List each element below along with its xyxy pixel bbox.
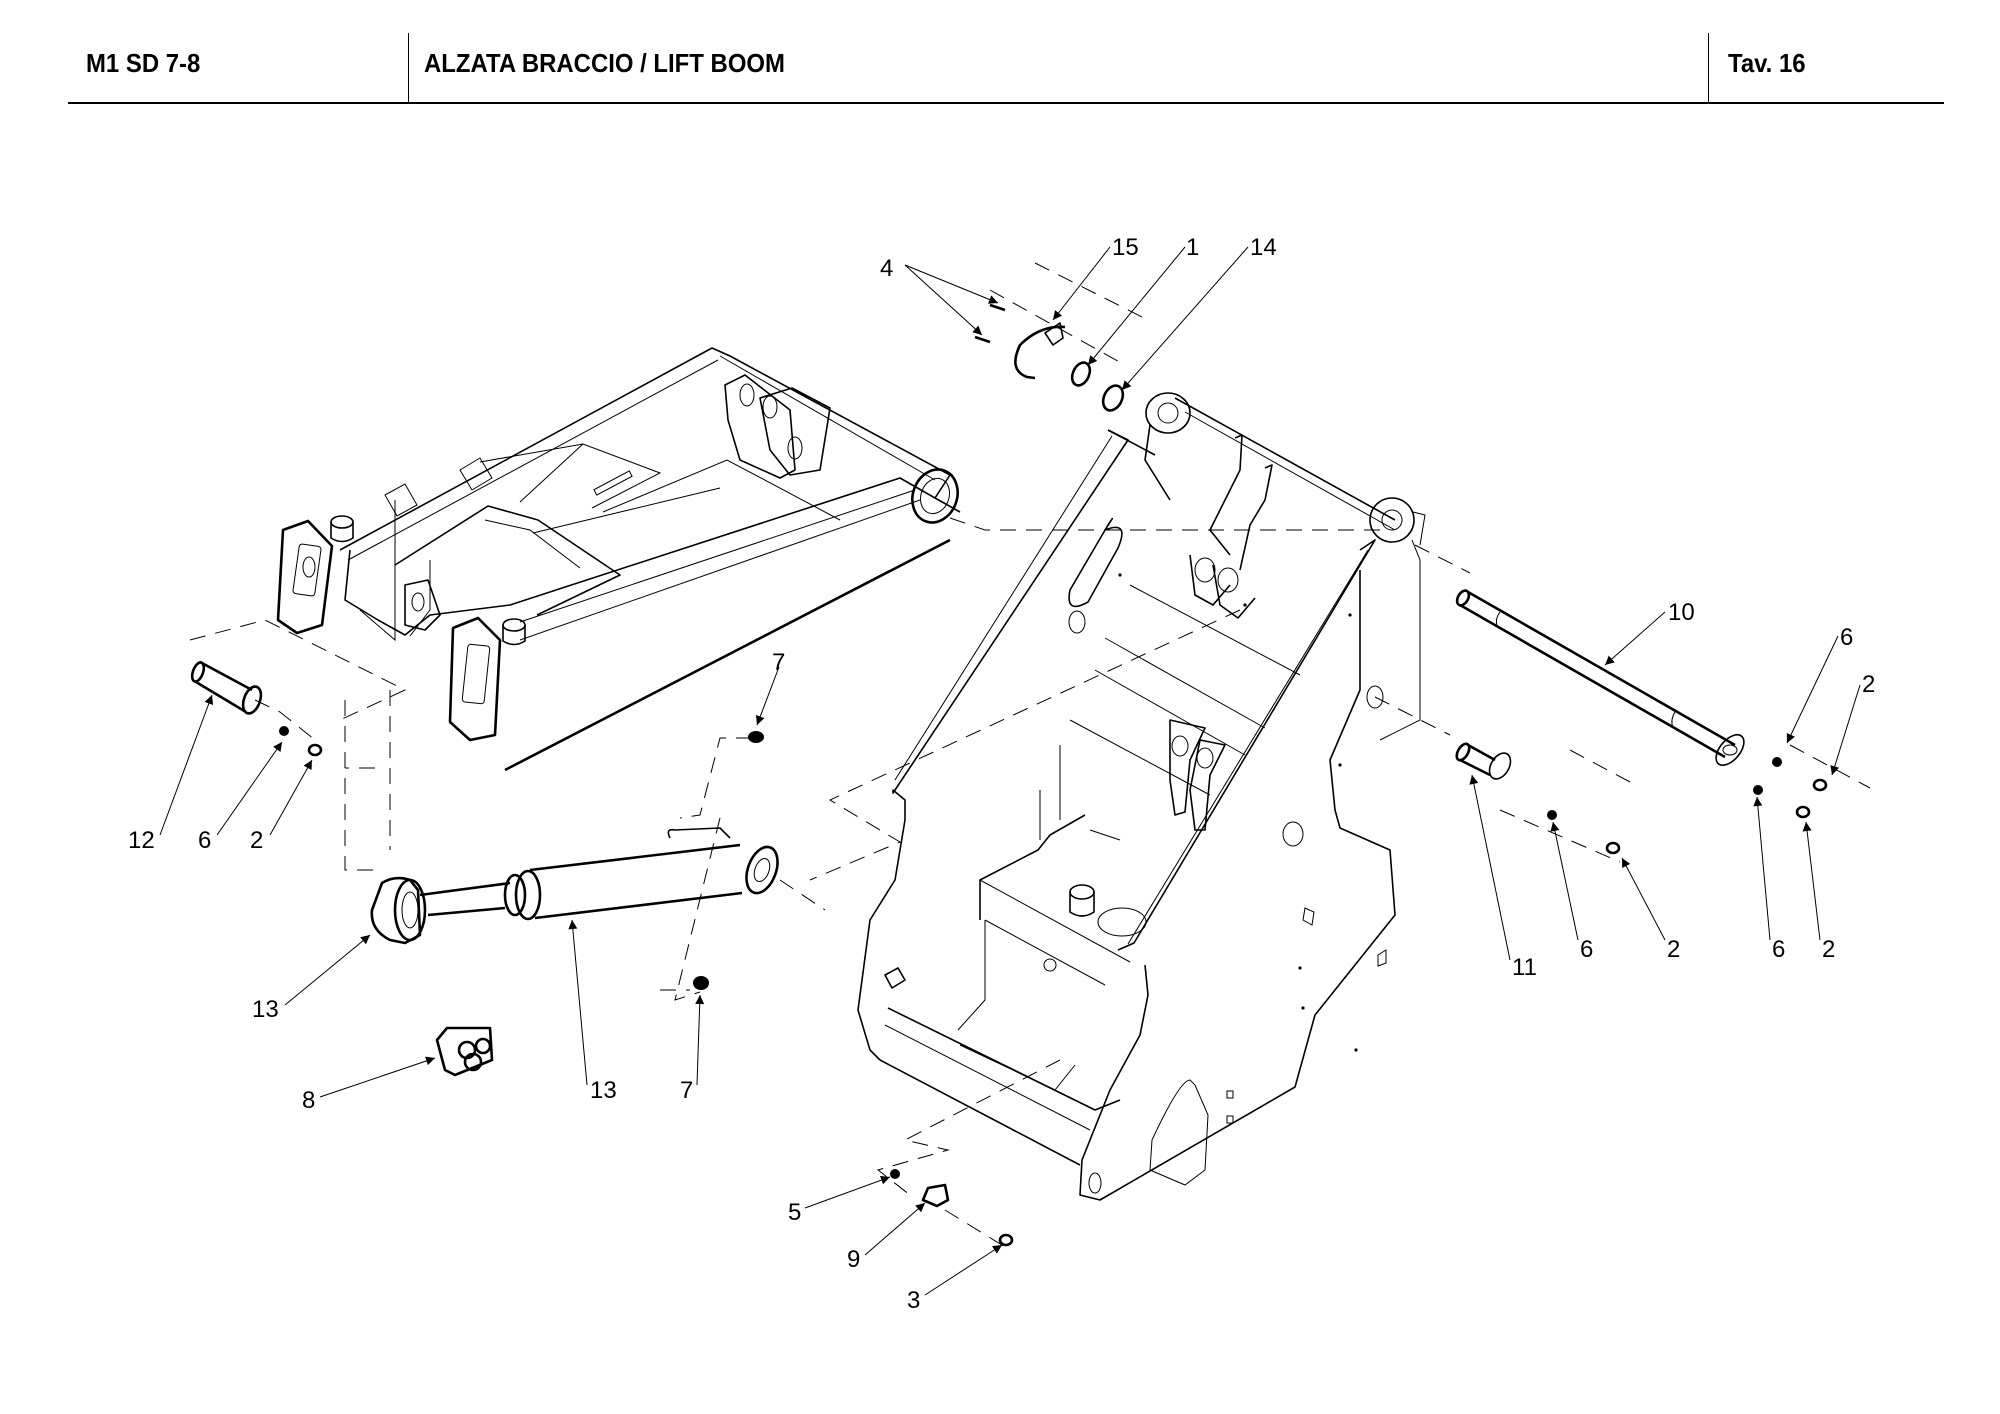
pin-part-12 (190, 660, 263, 715)
callout-13: 13 (252, 996, 279, 1023)
callout-6: 6 (1840, 624, 1853, 651)
callout-2: 2 (1862, 671, 1875, 698)
callout-14: 14 (1250, 234, 1277, 261)
callout-4: 4 (880, 255, 893, 282)
table-number: Tav. 16 (1728, 48, 1806, 78)
lift-boom-arm (276, 347, 961, 772)
washer-part-5 (890, 1169, 900, 1179)
model-code: M1 SD 7-8 (86, 48, 201, 78)
callout-labels: 4 15 1 14 10 6 2 7 12 6 2 13 13 7 8 11 6… (128, 234, 1875, 1314)
assembly-lines (189, 262, 1871, 1251)
callout-2: 2 (1822, 936, 1835, 963)
callout-8: 8 (302, 1087, 315, 1114)
callout-7: 7 (772, 649, 785, 676)
ring-part-14 (1101, 384, 1125, 412)
callout-2: 2 (250, 827, 263, 854)
callout-2: 2 (1667, 936, 1680, 963)
header-divider (408, 33, 409, 102)
nut-part-7 (693, 976, 709, 990)
screw-part-3 (998, 1233, 1014, 1247)
callout-13: 13 (590, 1077, 617, 1104)
screw-part-2 (307, 743, 323, 757)
title-block: M1 SD 7-8 ALZATA BRACCIO / LIFT BOOM Tav… (68, 0, 1944, 104)
small-parts (190, 303, 1828, 1247)
pin-part-11 (1455, 742, 1512, 780)
screw-part-2 (1605, 841, 1621, 855)
hydraulic-cylinder-part-13 (370, 827, 779, 945)
screw-part-2 (1812, 778, 1828, 792)
washer-part-6 (279, 726, 289, 736)
washer-part-6 (1547, 810, 1557, 820)
callout-3: 3 (907, 1287, 920, 1314)
callout-6: 6 (1580, 936, 1593, 963)
header-divider (1708, 33, 1709, 102)
callout-10: 10 (1668, 599, 1695, 626)
main-frame (857, 392, 1426, 1201)
callout-12: 12 (128, 827, 155, 854)
block-part-9 (921, 1183, 950, 1208)
decal-part-8 (435, 1026, 494, 1077)
screw-part-4 (974, 303, 1006, 344)
pin-part-10 (1455, 589, 1745, 767)
callout-leaders (159, 246, 1861, 1296)
screw-part-2 (1795, 805, 1811, 819)
callout-6: 6 (1772, 936, 1785, 963)
washer-part-6 (1772, 757, 1782, 767)
callout-7: 7 (680, 1077, 693, 1104)
callout-1: 1 (1186, 234, 1199, 261)
callout-5: 5 (788, 1199, 801, 1226)
page-title: ALZATA BRACCIO / LIFT BOOM (424, 48, 785, 78)
nut-part-7 (748, 731, 764, 743)
callout-11: 11 (1512, 954, 1537, 981)
callout-6: 6 (198, 827, 211, 854)
callout-15: 15 (1112, 234, 1139, 261)
ring-part-1 (1070, 361, 1092, 387)
washer-part-6 (1753, 785, 1763, 795)
clamp-part-15 (1014, 325, 1066, 380)
callout-9: 9 (847, 1246, 860, 1273)
